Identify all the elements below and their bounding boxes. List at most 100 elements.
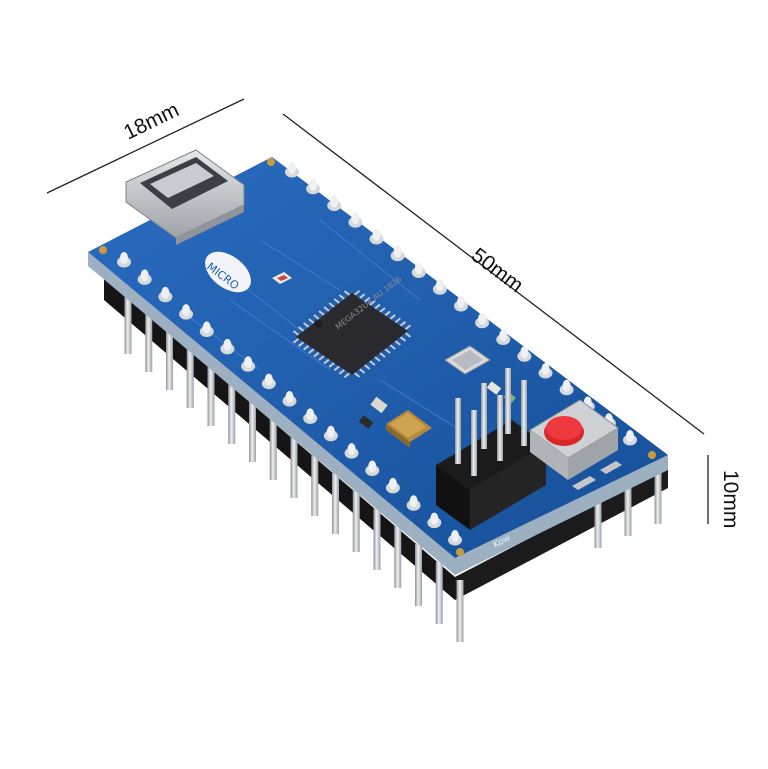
chip-leg	[292, 337, 300, 344]
chip-leg	[298, 326, 305, 332]
pin-tip	[435, 279, 444, 292]
header-pin	[373, 508, 381, 570]
header-pin	[624, 478, 632, 536]
pin-tip	[351, 212, 360, 225]
chip-leg	[389, 344, 396, 350]
pin-tip	[244, 356, 253, 369]
header-pin	[594, 490, 602, 548]
pin-tip	[223, 338, 232, 351]
chip-leg	[323, 306, 330, 312]
chip-leg	[369, 360, 376, 366]
reset-button[interactable]	[529, 399, 622, 490]
icsp-pin	[521, 380, 527, 446]
pin-tip	[288, 162, 296, 174]
width-dimension-line	[46, 98, 245, 194]
pin-tip	[202, 321, 211, 334]
chip-leg	[369, 300, 376, 306]
chip-leg	[359, 368, 366, 374]
icsp-pin	[497, 395, 503, 461]
chip-leg	[343, 372, 351, 379]
pin-tip	[347, 443, 356, 456]
chip-leg	[323, 358, 330, 365]
pin-tip	[409, 495, 418, 508]
pin-tip	[182, 304, 191, 317]
height-label: 10mm	[719, 470, 742, 528]
header-pin	[166, 328, 173, 390]
chip-leg	[379, 352, 386, 358]
chip-leg	[394, 317, 401, 324]
header-pin	[145, 310, 153, 372]
chip-leg	[313, 351, 320, 358]
chip-leg	[379, 307, 386, 313]
header-pin	[394, 526, 402, 588]
pin-tip	[541, 363, 550, 375]
pin-tip	[626, 430, 634, 442]
chip-leg	[318, 310, 325, 316]
header-pins	[124, 292, 662, 642]
micro-usb-connector	[125, 149, 245, 245]
header-pin	[290, 436, 298, 498]
chip-leg	[374, 356, 381, 362]
pin-tip	[478, 312, 487, 325]
chip-leg	[399, 336, 406, 342]
header-pin	[352, 490, 360, 552]
led	[272, 272, 292, 284]
pin-tip	[140, 269, 149, 282]
header-pin	[311, 454, 319, 516]
chip-leg	[318, 355, 325, 361]
chip-leg	[384, 310, 391, 317]
chip-leg	[353, 289, 361, 296]
header-pin	[456, 580, 464, 642]
chip-leg	[353, 372, 361, 378]
width-label: 18mm	[120, 98, 183, 144]
pin-tip	[372, 229, 381, 241]
chip-leg	[292, 330, 300, 336]
header-pin	[415, 544, 422, 606]
chip-leg	[404, 324, 412, 331]
chip-leg	[308, 348, 315, 354]
pin-tip	[388, 477, 397, 490]
header-pin	[124, 292, 132, 354]
chip-leg	[374, 303, 381, 310]
length-label: 50mm	[467, 244, 527, 297]
chip-leg	[338, 294, 345, 300]
pin-tip	[326, 425, 335, 438]
pin-tip	[330, 195, 339, 208]
pin-tip	[264, 373, 273, 386]
pin-tip	[161, 286, 170, 299]
header-pin	[207, 364, 215, 426]
pin-tip	[457, 296, 465, 308]
pin-tip	[306, 408, 315, 421]
chip-leg	[328, 302, 335, 308]
pin-tip	[562, 379, 571, 392]
chip-leg	[328, 362, 335, 368]
pin-tip	[285, 391, 294, 403]
pin-tip	[499, 329, 508, 342]
length-dimension-line	[282, 113, 705, 435]
header-pin	[435, 562, 443, 624]
header-pin	[654, 466, 662, 524]
solder-pads	[117, 162, 637, 546]
chip-leg	[364, 364, 371, 370]
capacitor	[386, 410, 432, 448]
chip-leg	[389, 314, 396, 320]
chip-leg	[364, 296, 371, 303]
pin-tip	[368, 460, 377, 473]
header-pin	[228, 382, 236, 444]
icsp-pin	[481, 383, 487, 449]
pin-tip	[414, 262, 423, 275]
pin-tip	[520, 346, 529, 359]
chip-leg	[399, 321, 406, 327]
mounting-holes	[99, 158, 656, 556]
header-pin	[186, 346, 194, 408]
icsp-pin	[455, 398, 461, 464]
chip-leg	[308, 318, 315, 324]
chip-leg	[343, 290, 351, 296]
header-pin	[269, 418, 277, 480]
chip-leg	[333, 365, 340, 372]
pin-tip	[309, 178, 318, 191]
icsp-pin	[471, 410, 477, 476]
icsp-pin	[505, 368, 511, 434]
pin-tip	[451, 530, 459, 542]
